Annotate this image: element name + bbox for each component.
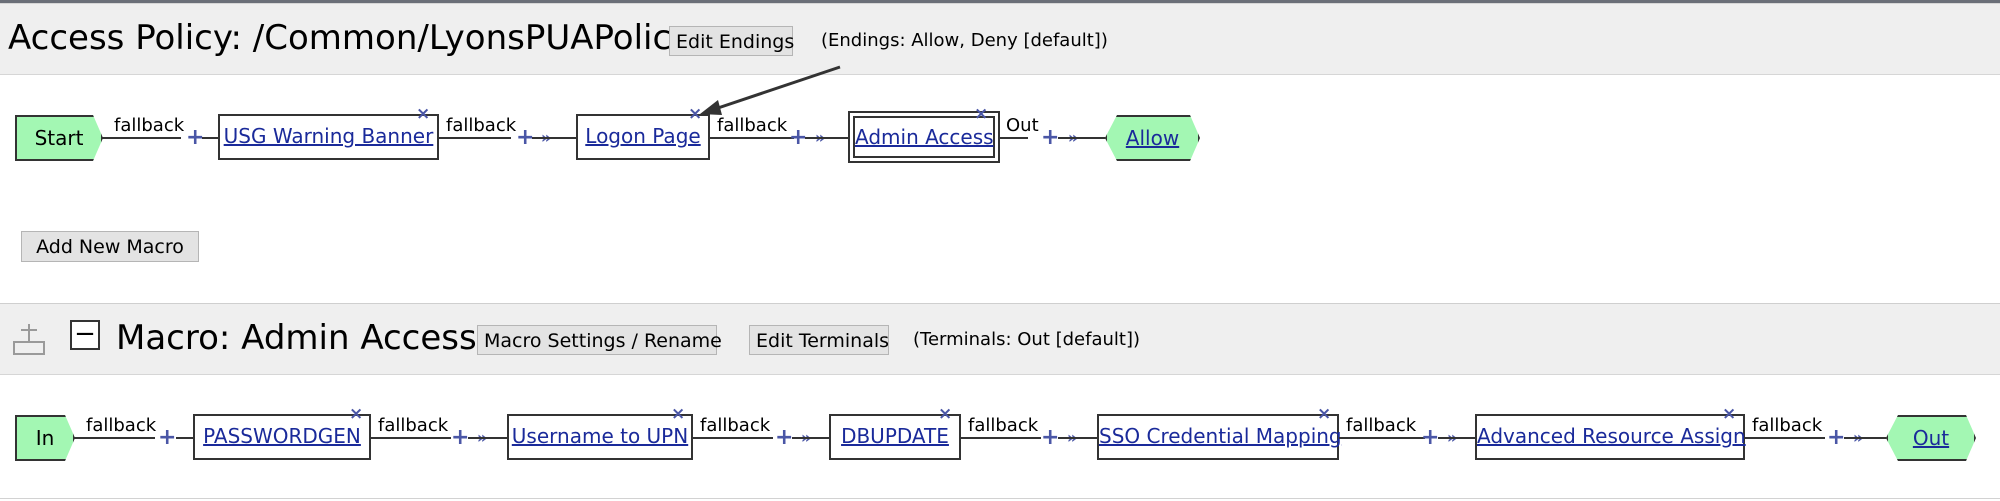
dbupdate-link[interactable]: DBUPDATE [841,424,949,448]
start-terminal: Start [15,115,103,161]
fallback-label: fallback [1346,415,1417,436]
endings-note: (Endings: Allow, Deny [default]) [821,30,1108,51]
macro-header: − Macro: Admin Access Macro Settings / R… [0,303,2000,375]
admin-access-link[interactable]: Admin Access [855,125,994,149]
policy-title: Access Policy: /Common/LyonsPUAPolicy [8,18,692,58]
dbupdate-node[interactable]: DBUPDATE [829,414,961,460]
close-icon[interactable]: × [416,104,431,124]
start-label: Start [34,126,84,150]
add-item-plus-icon[interactable]: + [1827,425,1846,450]
collapse-icon[interactable]: − [70,320,100,350]
allow-terminal[interactable]: Allow [1105,115,1200,161]
macro-title: Macro: Admin Access [116,318,477,358]
close-icon[interactable]: × [974,104,989,124]
passwordgen-link[interactable]: PASSWORDGEN [203,424,361,448]
close-icon[interactable]: × [1722,404,1737,424]
bottom-divider [0,498,2000,499]
username-to-upn-link[interactable]: Username to UPN [511,424,689,448]
add-item-plus-icon[interactable]: + [158,425,177,450]
policy-header: Access Policy: /Common/LyonsPUAPolicy Ed… [0,3,2000,75]
usg-warning-banner-node[interactable]: USG Warning Banner [218,114,439,160]
admin-access-macro-node[interactable]: Admin Access [848,111,1000,163]
sso-credential-mapping-node[interactable]: SSO Credential Mapping [1097,414,1342,460]
close-icon[interactable]: × [938,404,953,424]
add-item-plus-icon[interactable]: + [1421,425,1440,450]
add-item-plus-icon[interactable]: + [789,125,808,150]
edit-endings-button[interactable]: Edit Endings [669,26,794,56]
fallback-label: fallback [1752,415,1823,436]
close-icon[interactable]: × [349,404,364,424]
logon-page-link[interactable]: Logon Page [585,124,701,148]
edit-terminals-button[interactable]: Edit Terminals [749,325,889,355]
add-item-plus-icon[interactable]: + [516,125,535,150]
macro-settings-button[interactable]: Macro Settings / Rename [477,325,722,355]
add-item-plus-icon[interactable]: + [1041,425,1060,450]
logon-page-node[interactable]: Logon Page [576,114,710,160]
advanced-resource-assign-link[interactable]: Advanced Resource Assign [1477,424,1746,448]
fallback-label: fallback [446,115,517,136]
in-terminal: In [15,415,75,461]
fallback-label: fallback [717,115,788,136]
usg-warning-banner-link[interactable]: USG Warning Banner [223,124,434,148]
out-link[interactable]: Out [1912,426,1950,450]
close-icon[interactable]: × [671,404,686,424]
passwordgen-node[interactable]: PASSWORDGEN [193,414,371,460]
close-icon[interactable]: × [688,104,703,124]
out-label: Out [1006,115,1039,136]
fallback-label: fallback [700,415,771,436]
sso-credential-mapping-link[interactable]: SSO Credential Mapping [1099,424,1342,448]
out-terminal[interactable]: Out [1886,415,1976,461]
allow-link[interactable]: Allow [1125,126,1180,150]
add-new-macro-button[interactable]: Add New Macro [21,231,199,262]
macro-tree-icon[interactable] [12,322,48,356]
in-label: In [35,426,55,450]
add-item-plus-icon[interactable]: + [451,425,470,450]
fallback-label: fallback [114,115,185,136]
fallback-label: fallback [968,415,1039,436]
add-item-plus-icon[interactable]: + [1041,125,1060,150]
fallback-label: fallback [378,415,449,436]
add-item-plus-icon[interactable]: + [775,425,794,450]
close-icon[interactable]: × [1317,404,1332,424]
terminals-note: (Terminals: Out [default]) [913,329,1141,350]
advanced-resource-assign-node[interactable]: Advanced Resource Assign [1475,414,1746,460]
add-item-plus-icon[interactable]: + [186,125,205,150]
username-to-upn-node[interactable]: Username to UPN [507,414,693,460]
fallback-label: fallback [86,415,157,436]
